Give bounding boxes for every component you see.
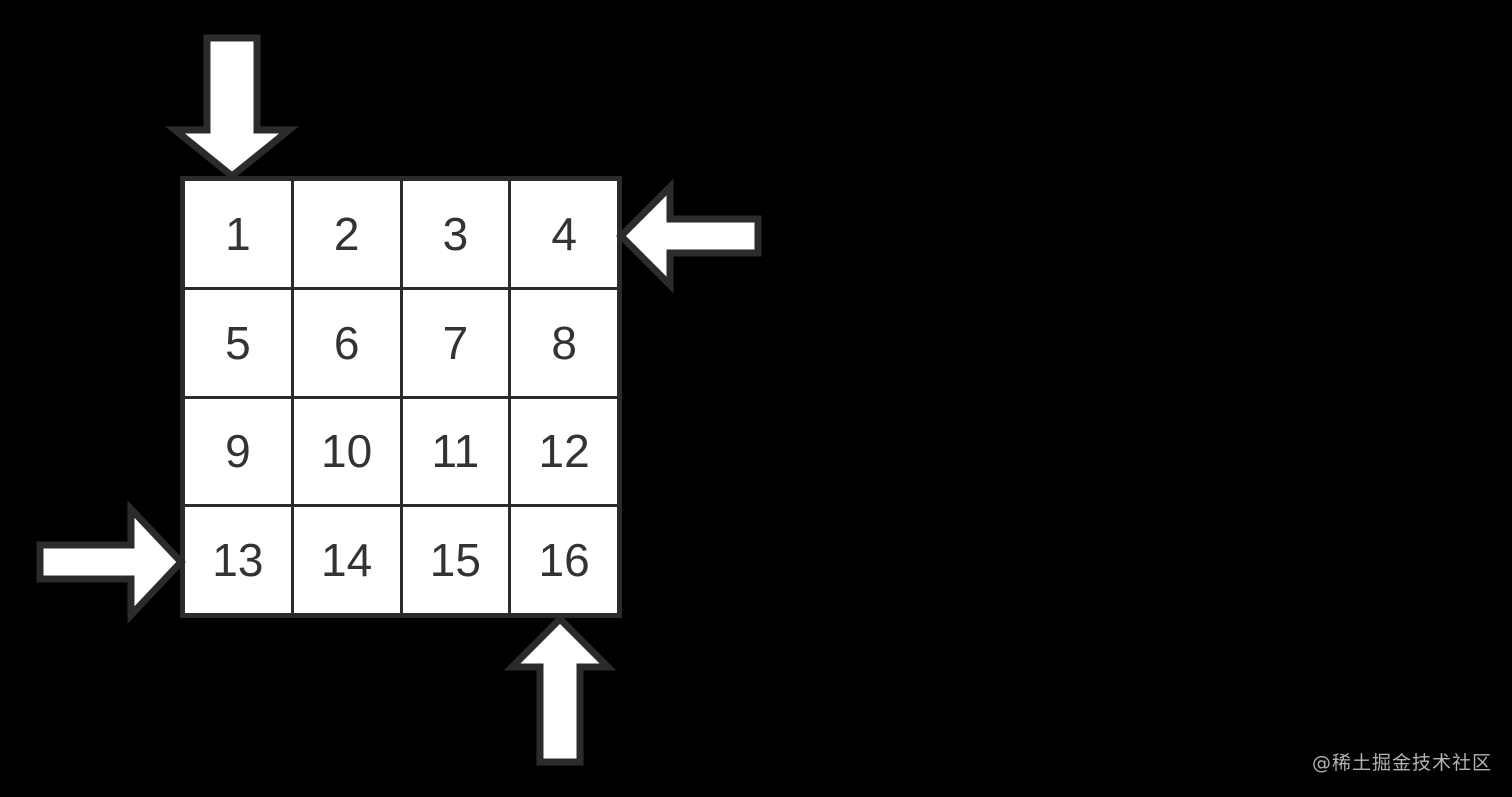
matrix-cell: 6: [293, 289, 400, 396]
matrix-cell: 13: [185, 507, 291, 613]
arrow-left-icon: [616, 178, 762, 294]
matrix-cell: 11: [402, 398, 509, 505]
matrix-cell: 1: [185, 181, 291, 287]
matrix-cell: 9: [185, 398, 291, 505]
matrix-cell: 5: [185, 289, 291, 396]
arrow-up-icon: [503, 614, 617, 766]
matrix-cell: 4: [511, 181, 617, 287]
arrow-down-icon: [165, 34, 299, 181]
matrix-cell: 15: [402, 507, 509, 613]
matrix-cell: 10: [293, 398, 400, 505]
matrix-cell: 7: [402, 289, 509, 396]
matrix-cell: 3: [402, 181, 509, 287]
matrix-grid: 1 2 3 4 5 6 7 8 9 10 11 12 13 14 15 16: [180, 176, 622, 618]
matrix-cell: 14: [293, 507, 400, 613]
matrix-cell: 2: [293, 181, 400, 287]
matrix-cell: 16: [511, 507, 617, 613]
matrix-cell: 8: [511, 289, 617, 396]
watermark-text: @稀土掘金技术社区: [1311, 752, 1492, 774]
matrix-cell: 12: [511, 398, 617, 505]
arrow-right-icon: [36, 500, 186, 624]
